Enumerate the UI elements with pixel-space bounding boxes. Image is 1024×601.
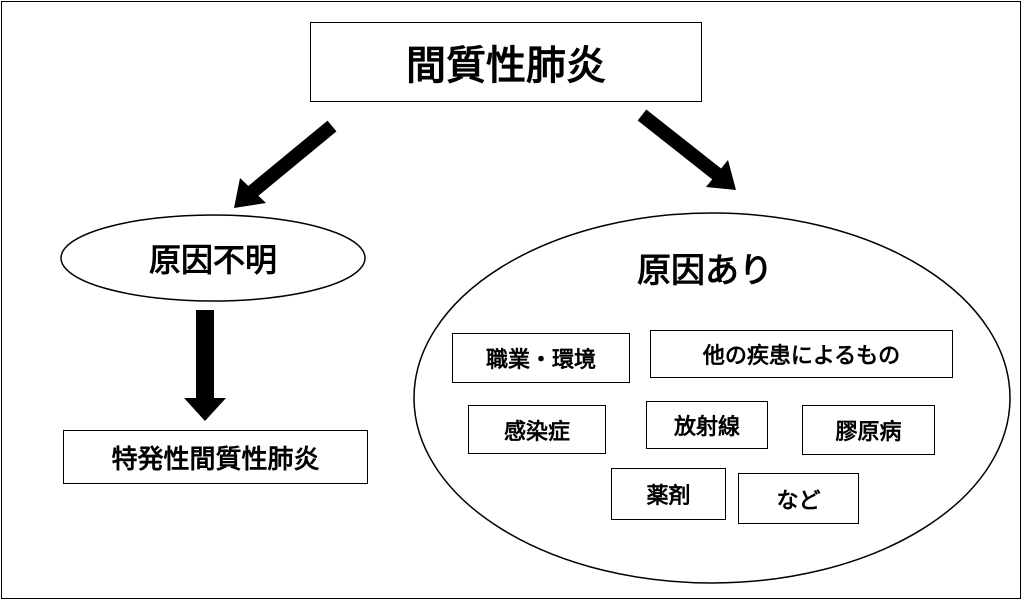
cause-infection: 感染症 <box>468 405 606 454</box>
known-cause-ellipse <box>413 212 1011 584</box>
cause-other-disease: 他の疾患によるもの <box>650 330 953 378</box>
idiopathic-box: 特発性間質性肺炎 <box>63 430 368 484</box>
title-box: 間質性肺炎 <box>310 22 702 102</box>
page-title: 間質性肺炎 <box>406 43 606 89</box>
known-cause-label: 原因あり <box>637 250 773 291</box>
idiopathic-label: 特発性間質性肺炎 <box>111 444 320 475</box>
cause-radiation: 放射線 <box>646 401 768 449</box>
cause-occupational-environmental: 職業・環境 <box>452 333 630 383</box>
unknown-cause-ellipse <box>60 214 366 302</box>
arrow-to-unknown-cause <box>234 120 337 208</box>
unknown-cause-label: 原因不明 <box>148 241 277 279</box>
arrow-to-idiopathic <box>184 310 226 421</box>
cause-drug: 薬剤 <box>611 468 726 520</box>
cause-etc: など <box>738 473 859 524</box>
arrow-to-known-cause <box>637 109 736 190</box>
cause-collagen-disease: 膠原病 <box>802 405 935 455</box>
